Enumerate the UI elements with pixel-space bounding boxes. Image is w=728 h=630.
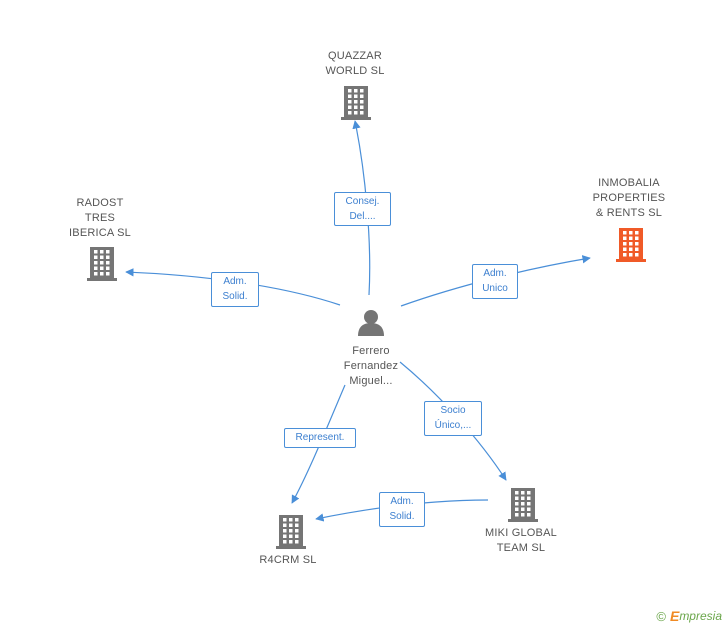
company-label-r4crm[interactable]: R4CRM SL: [259, 554, 317, 566]
relation-badge-quazzar[interactable]: Consej.Del....: [334, 192, 391, 226]
building-icon[interactable]: [276, 515, 306, 549]
relation-badge-radost[interactable]: Adm.Solid.: [211, 272, 259, 307]
person-icon[interactable]: [358, 310, 384, 336]
building-icon[interactable]: [508, 488, 538, 522]
relation-badge-r4crm[interactable]: Represent.: [284, 428, 356, 448]
brand-initial: E: [669, 608, 680, 624]
edges: [125, 120, 591, 522]
relation-badge-miki-r4crm[interactable]: Adm.Solid.: [379, 492, 425, 527]
building-icon[interactable]: [87, 247, 117, 281]
building-icon[interactable]: [616, 228, 646, 262]
building-icon[interactable]: [341, 86, 371, 120]
copyright-symbol: ©: [656, 608, 666, 624]
brand-name: mpresia: [679, 609, 722, 623]
empresia-brand[interactable]: © E mpresia: [656, 608, 722, 624]
relation-badge-inmobalia[interactable]: Adm.Unico: [472, 264, 518, 299]
